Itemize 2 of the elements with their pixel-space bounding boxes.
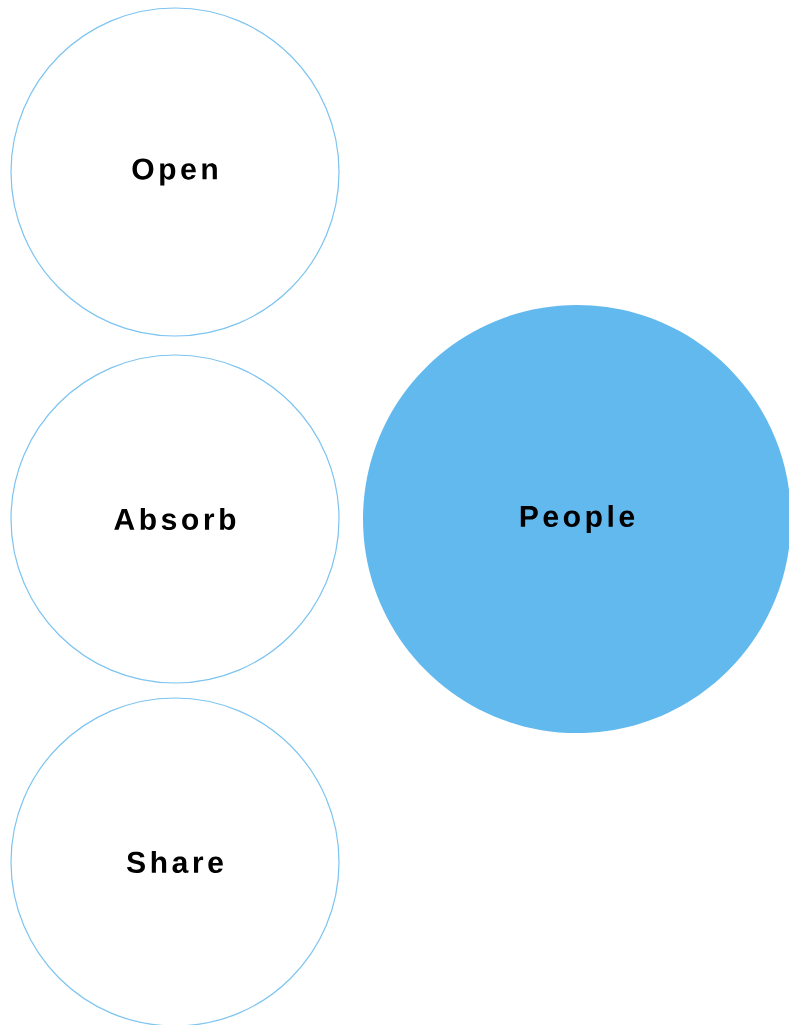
circle-node: Absorb — [10, 354, 340, 684]
circle-node: Open — [10, 7, 340, 337]
